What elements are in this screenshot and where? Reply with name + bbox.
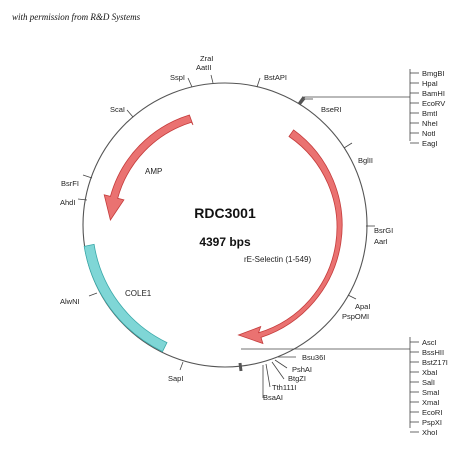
credit-text: with permission from R&D Systems <box>12 12 141 22</box>
site-bsrfi: BsrFI <box>61 179 79 188</box>
cole1-origin <box>83 243 168 353</box>
site-bglii: BglII <box>358 156 373 165</box>
mcs_bottom-site-pspxi: PspXI <box>422 418 442 427</box>
site-bstapi: BstAPI <box>264 73 287 82</box>
site-bseri: BseRI <box>321 105 341 114</box>
sspi-tick <box>187 77 193 88</box>
tth111i-tick <box>265 363 271 388</box>
site-aari: AarI <box>374 237 388 246</box>
mcs_bottom-site-sali: SalI <box>422 378 435 387</box>
mcs_bottom-site-smai: SmaI <box>422 388 440 397</box>
btgzi-tick <box>271 361 285 380</box>
insert-arrow <box>237 129 343 345</box>
amp-arrow <box>103 114 194 221</box>
site-bsrgi: BsrGI <box>374 226 393 235</box>
mcs_top-site-noti: NotI <box>422 129 436 138</box>
insert-label: rE-Selectin (1-549) <box>244 255 311 264</box>
scai-tick <box>126 109 134 118</box>
mcs_bottom-site-bstz17i: BstZ17I <box>422 358 448 367</box>
mcs_bottom-site-xmai: XmaI <box>422 398 440 407</box>
site-sspi: SspI <box>170 73 185 82</box>
site-alwni: AlwNI <box>60 297 80 306</box>
zrai-aatii-tick <box>210 74 214 84</box>
sapi-tick <box>179 361 184 371</box>
bsrfi-tick <box>82 174 93 179</box>
apai-tick <box>347 294 357 300</box>
bglii-tick <box>343 142 353 149</box>
site-scai: ScaI <box>110 105 125 114</box>
ahdi-tick <box>77 198 88 201</box>
site-aatii: AatII <box>196 63 211 72</box>
mcs_bottom-site-ecori: EcoRI <box>422 408 442 417</box>
site-apai: ApaI <box>355 302 370 311</box>
mcs_bottom-site-asci: AscI <box>422 338 437 347</box>
bstapi-tick <box>256 77 261 88</box>
mcs_top-site-bamhi: BamHI <box>422 89 445 98</box>
site-tth111i: Tth111I <box>272 383 296 392</box>
mcs_bottom-site-xhoi: XhoI <box>422 428 437 437</box>
site-pspomi: PspOMI <box>342 312 369 321</box>
site-bsaai: BsaAI <box>263 393 283 402</box>
mcs-bottom-list: AscIBssHIIBstZ17IXbaISalISmaIXmaIEcoRIPs… <box>410 338 448 437</box>
plasmid-name: RDC3001 <box>194 205 256 221</box>
mcs_top-site-ecorv: EcoRV <box>422 99 445 108</box>
mcs-bottom-marker <box>238 362 243 372</box>
mcs-top-marker <box>297 96 306 105</box>
plasmid-size: 4397 bps <box>199 235 251 249</box>
amp-label: AMP <box>145 167 162 176</box>
site-ahdi: AhdI <box>60 198 75 207</box>
mcs_top-site-nhei: NheI <box>422 119 438 128</box>
site-btgzi: BtgZI <box>288 374 306 383</box>
cole1-label: COLE1 <box>125 289 152 298</box>
site-pshai: PshAI <box>292 365 312 374</box>
pshai-tick <box>274 359 288 369</box>
site-sapi: SapI <box>168 374 183 383</box>
mcs_bottom-site-xbai: XbaI <box>422 368 437 377</box>
mcs_bottom-site-bsshii: BssHII <box>422 348 444 357</box>
mcs_top-site-bmgbi: BmgBI <box>422 69 445 78</box>
site-zrai: ZraI <box>200 54 213 63</box>
alwni-tick <box>88 292 98 297</box>
mcs_top-site-hpai: HpaI <box>422 79 438 88</box>
plasmid-backbone <box>82 82 368 368</box>
mcs_top-site-bmti: BmtI <box>422 109 437 118</box>
mcs_top-site-eagi: EagI <box>422 139 437 148</box>
site-bsu36i: Bsu36I <box>302 353 325 362</box>
